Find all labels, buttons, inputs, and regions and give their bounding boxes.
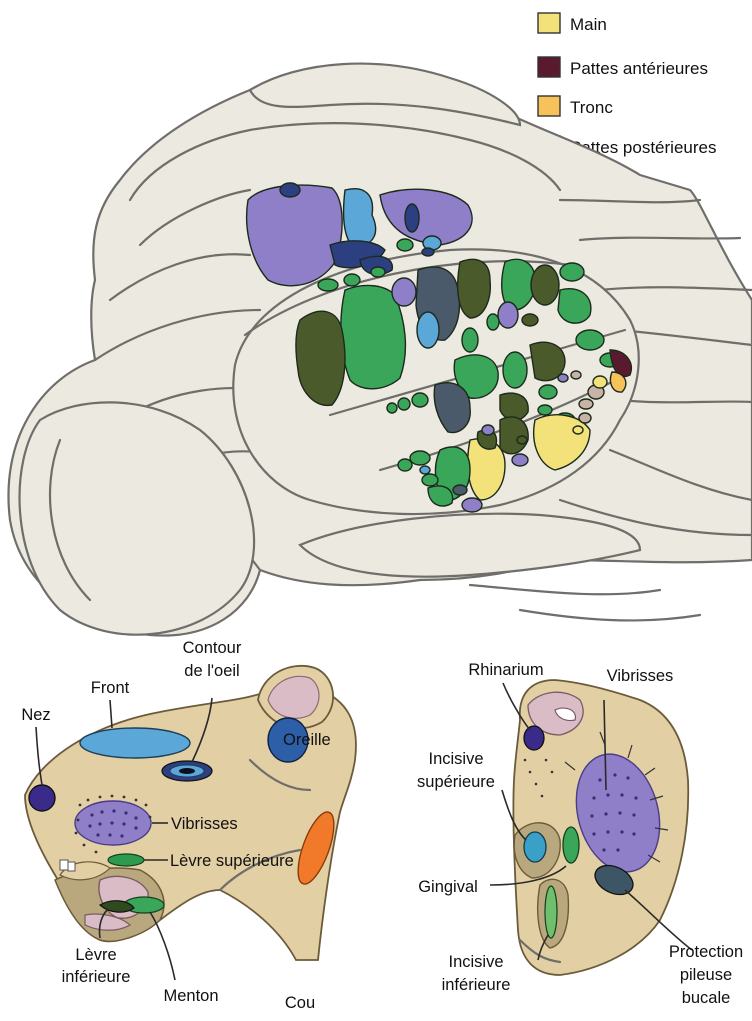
label-front: Front	[91, 679, 130, 697]
label-vibrisses-snout: Vibrisses	[607, 667, 674, 685]
legend-swatch-pattes-anterieures	[538, 57, 560, 77]
rhinarium-region	[524, 726, 544, 750]
rat-head-icon: Nez Front Contour de l'oeil Oreille Vibr…	[21, 639, 356, 1012]
label-vibrisses-head: Vibrisses	[171, 815, 238, 833]
label-nez: Nez	[21, 706, 50, 724]
rat-snout-icon: Rhinarium Vibrisses Incisive supérieure …	[417, 661, 743, 1007]
incisive-inf-region	[545, 886, 557, 938]
levre-sup-region	[108, 854, 144, 866]
legend-swatch-main	[538, 13, 560, 33]
label-protection-2: pileuse	[680, 966, 732, 984]
label-contour-2: de l'oeil	[184, 662, 239, 680]
nez-region	[29, 785, 55, 811]
label-rhinarium: Rhinarium	[468, 661, 543, 679]
legend: Main Pattes antérieures Tronc Pattes pos…	[538, 13, 716, 157]
label-oreille: Oreille	[283, 731, 331, 749]
label-incisive-sup-1: Incisive	[428, 750, 483, 768]
label-cou: Cou	[285, 994, 315, 1012]
label-incisive-inf-1: Incisive	[448, 953, 503, 971]
incisive-sup-region	[524, 832, 546, 862]
front-region	[80, 728, 190, 758]
legend-item-pattes-anterieures: Pattes antérieures	[538, 57, 708, 78]
label-menton: Menton	[163, 987, 218, 1005]
label-incisive-inf-2: inférieure	[442, 976, 511, 994]
label-contour-1: Contour	[183, 639, 242, 657]
legend-item-tronc: Tronc	[538, 96, 613, 117]
legend-swatch-tronc	[538, 96, 560, 116]
label-protection-1: Protection	[669, 943, 743, 961]
legend-label-main: Main	[570, 15, 607, 34]
legend-item-main: Main	[538, 13, 607, 34]
legend-label-tronc: Tronc	[570, 98, 613, 117]
gingival-region	[563, 827, 579, 863]
label-gingival: Gingival	[418, 878, 478, 896]
label-levre-inf-2: inférieure	[62, 968, 131, 986]
label-protection-3: bucale	[682, 989, 731, 1007]
legend-label-pattes-anterieures: Pattes antérieures	[570, 59, 708, 78]
label-levre-sup: Lèvre supérieure	[170, 852, 294, 870]
label-levre-inf-1: Lèvre	[75, 946, 116, 964]
label-incisive-sup-2: supérieure	[417, 773, 495, 791]
